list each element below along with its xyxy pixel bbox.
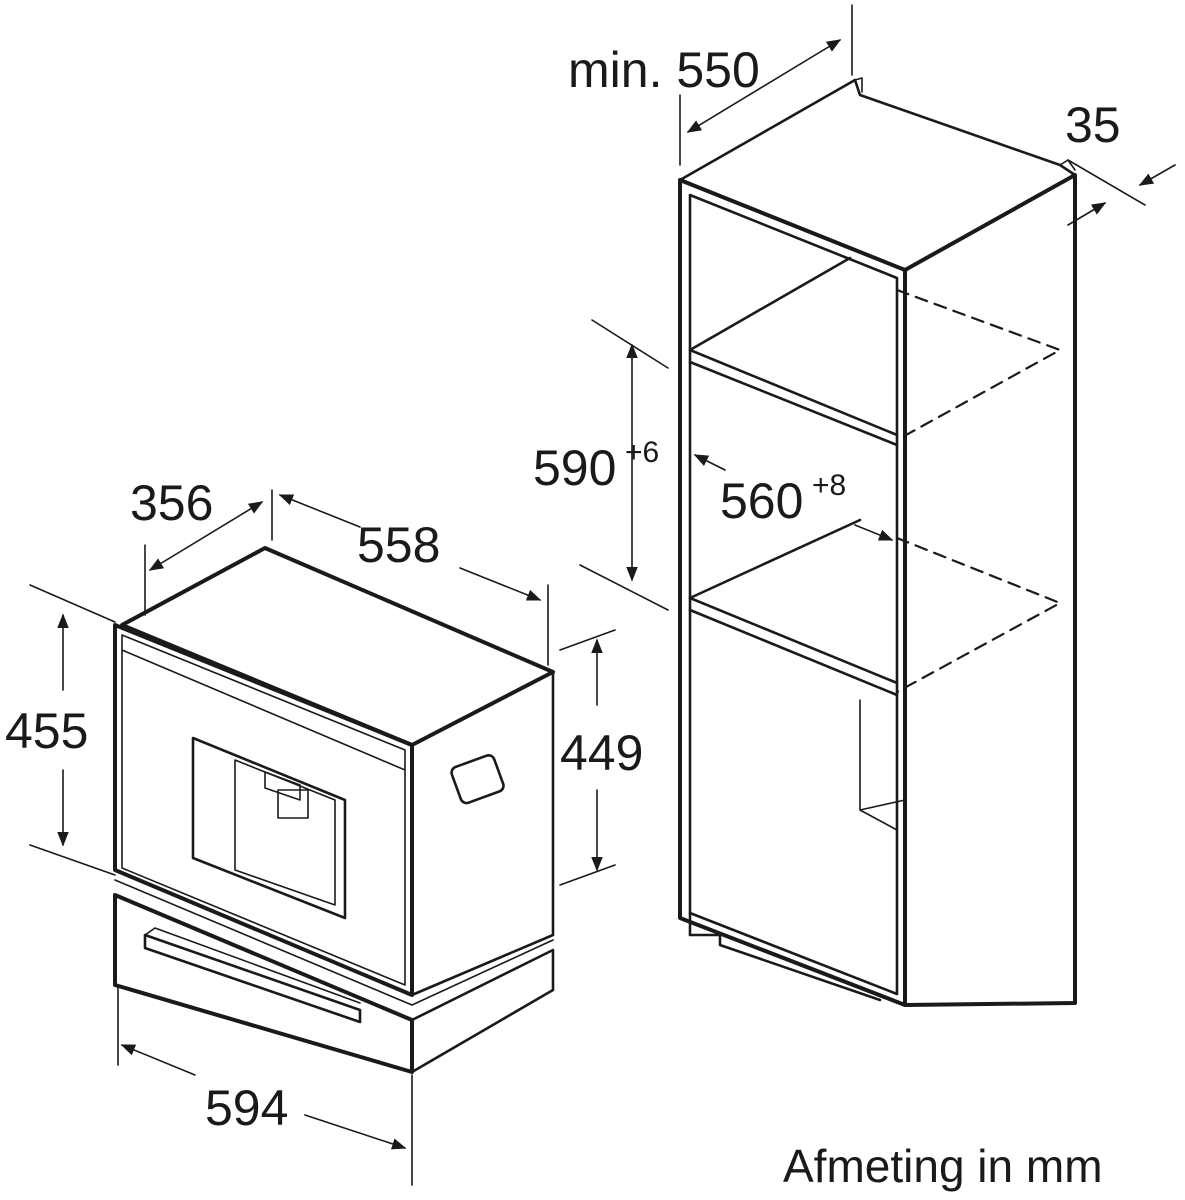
label-body-width: 558 [357, 517, 440, 573]
caption-units: Afmeting in mm [783, 1140, 1103, 1192]
label-min-width: min. 550 [568, 42, 760, 98]
label-body-height: 449 [560, 725, 643, 781]
label-depth: 356 [130, 475, 213, 531]
label-niche-height: 590 [533, 440, 616, 496]
cabinet-housing [678, 77, 1077, 1007]
label-front-width: 594 [205, 1080, 288, 1136]
label-niche-width: 560 [720, 473, 803, 529]
label-top-offset: 35 [1065, 97, 1121, 153]
dimension-lines [29, 4, 1176, 1186]
label-niche-width-tolerance: +8 [812, 469, 846, 502]
coffee-machine [113, 546, 555, 1074]
label-niche-height-tolerance: +6 [625, 436, 659, 469]
label-front-height: 455 [5, 703, 88, 759]
